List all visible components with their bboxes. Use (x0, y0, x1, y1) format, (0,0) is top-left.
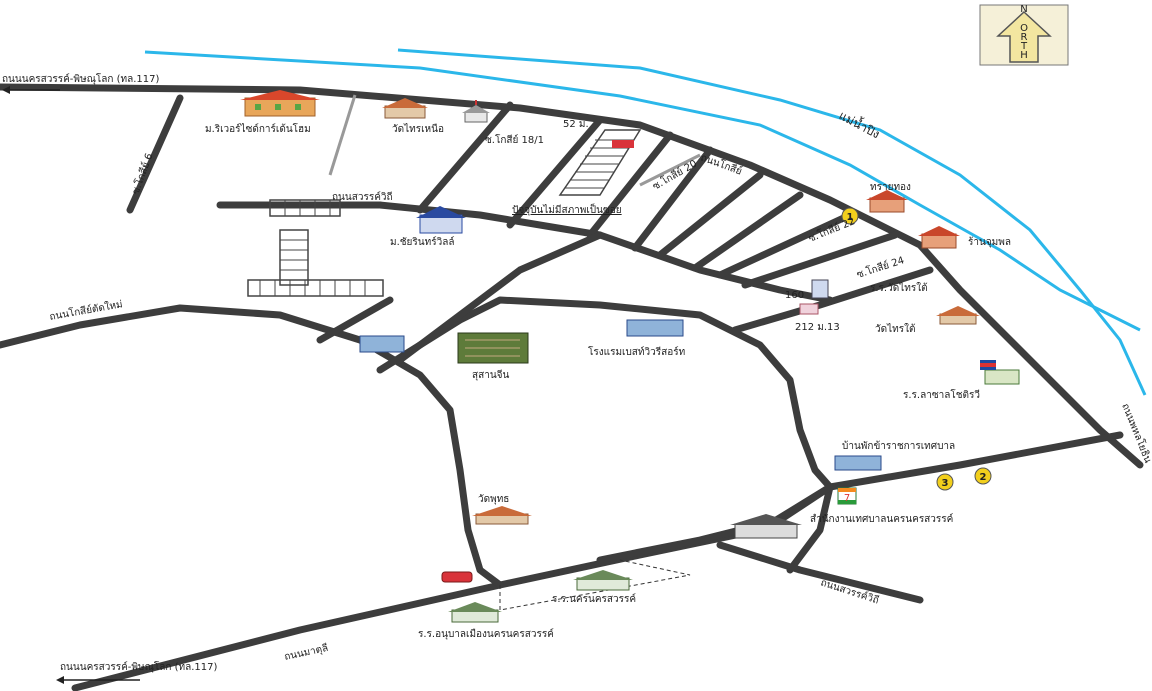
road-diag-7 (716, 211, 854, 279)
label-addr-212: 212 ม.13 (795, 322, 840, 333)
label-river: แม่น้ำปิง (837, 107, 883, 142)
river-side-village-icon (240, 90, 320, 117)
school-flag-icon (980, 360, 1020, 385)
road-diag-3 (586, 131, 674, 239)
label-wat-phutthai: วัดพุทธ (478, 494, 509, 505)
arrow-head-bottom (56, 676, 64, 684)
marker-2-label: 2 (980, 472, 987, 483)
label-hwy-top: ถนนนครสวรรค์-พิษณุโลก (ทล.117) (2, 72, 159, 85)
seven-eleven-label: 7 (844, 493, 850, 504)
municipal-office-icon (730, 514, 802, 539)
wat-phutthai-icon (472, 506, 532, 525)
sawanwithi-road (216, 201, 834, 304)
label-addr-160: 160 (785, 290, 804, 301)
kosi18-grid (558, 129, 642, 196)
label-sawanwithi: ถนนสวรรค์วิถี (332, 191, 393, 203)
wat-sai-tai-icon (936, 306, 980, 325)
road-diag-8 (741, 231, 899, 289)
label-river-side-village: ม.ริเวอร์ไซด์การ์เด้นโฮม (205, 122, 311, 135)
school-anuban-icon (448, 602, 502, 623)
ransuphon-icon (918, 226, 960, 249)
left-curve-road (0, 304, 504, 589)
mid-curve-road (376, 296, 834, 491)
label-addr-52: 52 ม. (563, 119, 589, 130)
connector-road-1 (316, 296, 394, 344)
road-diag-5 (656, 171, 764, 259)
road-diag-2 (506, 116, 604, 229)
label-matuli: ถนนมาตุลี (283, 642, 329, 663)
label-under-construction: ปัจจุบันไม่มีสภาพเป็นซอย (512, 202, 622, 216)
label-gov-housing: บ้านพักข้าราชการเทศบาล (842, 440, 955, 452)
chanintra-icon (416, 206, 466, 234)
label-soi6: ซ.โกสีย์ 6 (129, 151, 156, 196)
cemetery-icon (457, 332, 529, 364)
compass-letter-2: R (1021, 32, 1028, 43)
road-diag-4 (631, 146, 714, 252)
school-boundary (499, 559, 691, 611)
label-hwy-bottom: ถนนนครสวรรค์-พิษณุโลก (ทล.117) (60, 660, 217, 673)
marker-3: 3 (936, 473, 954, 491)
gov-housing-icon (834, 455, 882, 471)
label-kosi-18-1: ซ.โกสีย์ 18/1 (485, 133, 544, 146)
gray-lane-2 (639, 153, 701, 187)
river-line-2 (397, 48, 1147, 396)
label-saiyathong: ทรายทอง (870, 182, 911, 193)
school-nakhon-icon (573, 570, 633, 591)
label-wat-north: วัดไทรเหนือ (392, 123, 444, 135)
label-ransuphon: ร้านจุมพล (968, 236, 1011, 248)
gray-lane (328, 94, 357, 176)
label-municipal-office: สำนักงานเทศบาลนครนครสวรรค์ (810, 513, 953, 525)
marker-2: 2 (974, 467, 992, 485)
car-icon (441, 571, 473, 583)
saiyathong-icon (866, 190, 908, 213)
compass-north: N O R T H (979, 4, 1069, 66)
seven-eleven-icon: 7 (837, 487, 857, 505)
marker-3-label: 3 (942, 478, 949, 489)
hotel-left-icon (359, 335, 405, 353)
wat-north-icon (382, 98, 428, 119)
label-school-chao-chan: ร.ร.ลาซาลโชติรวี (903, 388, 980, 401)
compass-letter-4: H (1020, 50, 1028, 61)
marker-1-label: 1 (847, 212, 854, 223)
label-school-wat-sai-tai: ร.ร.วัดไทรใต้ (870, 282, 928, 294)
label-school-nakhon: ร.ร.นครนครสวรรค์ (552, 593, 636, 605)
soi6-road (126, 94, 184, 214)
road-diag-1 (416, 101, 514, 214)
hwy-top-road (0, 83, 1144, 469)
compass-letter-0: N (1020, 4, 1027, 15)
label-hotel: โรงแรมเบสท์วิวรีสอร์ท (588, 345, 685, 358)
label-school-anuban: ร.ร.อนุบาลเมืองนครนครสวรรค์ (418, 628, 554, 640)
building-160-icon (811, 279, 829, 299)
matuli-east-road (716, 541, 924, 604)
hotel-icon (626, 319, 684, 337)
village-grid (247, 199, 384, 297)
label-wat-sai-tai: วัดไทรใต้ (875, 323, 915, 335)
municipal-road (786, 483, 834, 574)
compass-letter-1: O (1020, 23, 1028, 34)
wat-north-small-icon (462, 100, 490, 123)
road-diag-6 (691, 191, 804, 272)
connector-road-2 (396, 231, 604, 364)
label-chanintra: ม.ชัยรินทร์วิลล์ (390, 236, 454, 248)
river-line-1 (144, 50, 1141, 332)
label-cemetery: สุสานจีน (472, 369, 510, 381)
compass-letter-3: T (1020, 41, 1028, 52)
arrow-head-top (2, 86, 10, 94)
kosi24-road (731, 266, 934, 334)
building-212-icon (799, 303, 819, 315)
marker-1: 1 (841, 207, 859, 225)
